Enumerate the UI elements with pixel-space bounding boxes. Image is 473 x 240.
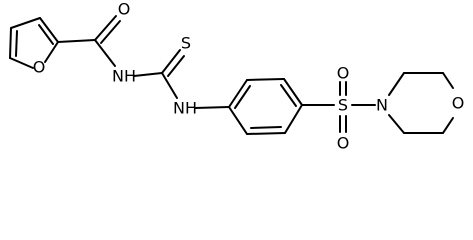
bond-furan-carbonyl bbox=[57, 39, 96, 43]
bond-furan-c3-c4 bbox=[10, 17, 41, 29]
bond-furan-o-c2 bbox=[9, 57, 34, 69]
bond-morpholine-4 bbox=[442, 117, 454, 134]
bond-furan-c2-c3-double bbox=[15, 30, 18, 57]
bond-thiocarbon-nh bbox=[161, 72, 178, 99]
bond-nh-thiocarbon bbox=[133, 72, 163, 77]
bond-morpholine-6 bbox=[388, 114, 405, 134]
atom-s-thio: S bbox=[181, 34, 191, 53]
atom-o-carbonyl: O bbox=[118, 0, 131, 19]
atom-s-sulfonyl: S bbox=[338, 96, 348, 115]
bond-benzene-5 bbox=[246, 132, 286, 135]
bond-furan-c2-c3 bbox=[9, 27, 12, 59]
bond-benzene-6 bbox=[228, 106, 248, 135]
bond-morpholine-1 bbox=[388, 72, 405, 96]
atom-labels: O O NH S NH S O O N O bbox=[33, 0, 465, 153]
bond-thiocarbon-s-double bbox=[167, 55, 185, 77]
atom-o-morpholine: O bbox=[452, 94, 465, 113]
bond-benzene-5-double bbox=[250, 126, 282, 129]
atom-o-sulfonyl-top: O bbox=[337, 64, 350, 83]
atom-n-aniline: NH bbox=[173, 99, 197, 118]
atom-o-furan: O bbox=[33, 58, 46, 77]
atom-n-morpholine: N bbox=[376, 96, 388, 115]
bond-furan-c5-o bbox=[44, 41, 59, 63]
bond-nh-benzene bbox=[194, 106, 230, 109]
bond-carbonyl-nh bbox=[94, 39, 116, 67]
bond-carbonyl-o bbox=[94, 15, 117, 41]
bond-benzene-1 bbox=[228, 79, 248, 108]
bond-carbonyl-o-double bbox=[100, 20, 121, 44]
bond-furan-c4-c5 bbox=[39, 17, 59, 43]
bond-benzene-4 bbox=[284, 104, 303, 134]
bond-benzene-3-double bbox=[280, 84, 297, 107]
bond-benzene-3 bbox=[283, 78, 303, 106]
bond-benzene-2 bbox=[246, 78, 285, 81]
bonds bbox=[9, 15, 454, 135]
bond-furan-c4-c5-double bbox=[38, 24, 54, 45]
bond-morpholine-3 bbox=[442, 72, 454, 89]
atom-o-sulfonyl-bottom: O bbox=[337, 134, 350, 153]
chemical-structure-diagram: O O NH S NH S O O N O bbox=[9, 0, 465, 153]
bond-thiocarbon-s bbox=[161, 49, 181, 74]
atom-n-amide: NH bbox=[112, 67, 136, 86]
bond-benzene-1-double bbox=[234, 85, 251, 109]
